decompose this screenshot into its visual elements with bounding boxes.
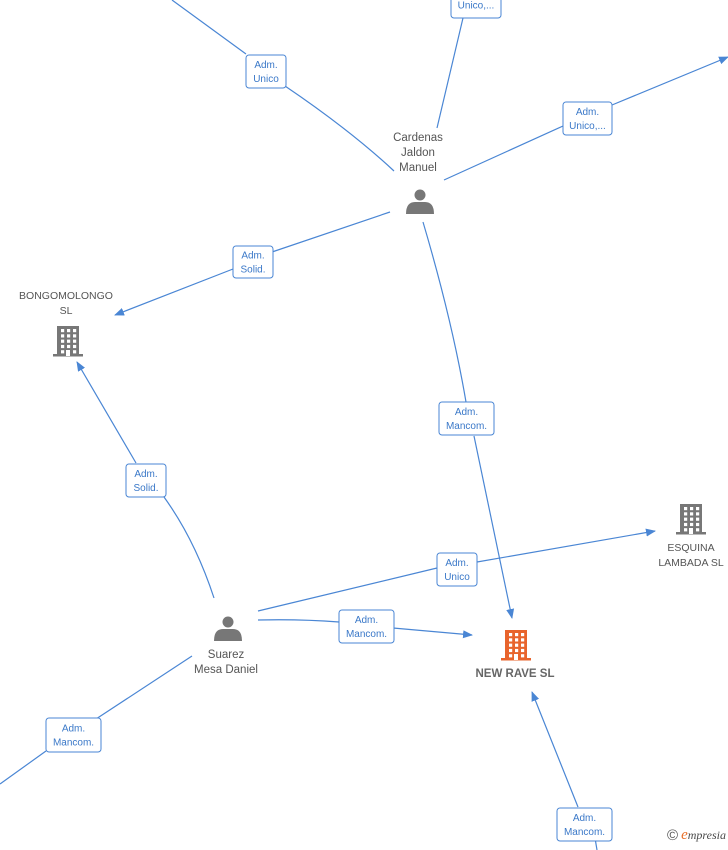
node-label-line: ESQUINA: [667, 542, 714, 554]
brand-logo-e: e: [681, 827, 688, 843]
edge-e-top-center: [436, 17, 464, 129]
edge-label-line: Unico: [253, 74, 279, 85]
edge-labels-layer: Adm.UnicoUnico,...Adm.Unico,...Adm.Solid…: [45, 0, 613, 842]
node-label-line: Mesa Daniel: [194, 664, 258, 676]
edge-e-top-left: [171, 0, 395, 172]
edge-label-line: Unico: [444, 572, 470, 583]
edge-label-line: Mancom.: [446, 421, 487, 432]
edge-label-box: [562, 101, 613, 136]
edge-label-box: [438, 401, 495, 436]
brand-logo-text: mpresia: [687, 828, 726, 842]
edge-label-line: Unico,...: [569, 121, 606, 132]
edge-label-box: [450, 0, 502, 19]
edge-label-e-top-left[interactable]: Adm. Unico: [245, 54, 287, 89]
edge-label-line: Adm.: [445, 558, 468, 569]
edge-label-line: Mancom.: [346, 629, 387, 640]
edge-label-box: [556, 807, 613, 842]
edge-label-line: Mancom.: [564, 827, 605, 838]
edge-label-line: Adm.: [62, 724, 85, 735]
node-label-line: Manuel: [399, 162, 437, 174]
node-newrave[interactable]: NEW RAVE SL: [475, 630, 555, 680]
edge-e-cardenas-newrave: [422, 221, 512, 618]
person-icon: [214, 616, 242, 641]
edge-label-line: Adm.: [254, 60, 277, 71]
node-label-line: BONGOMOLONGO: [19, 290, 113, 302]
edge-label-line: Adm.: [355, 615, 378, 626]
node-label-line: Suarez: [208, 649, 245, 661]
building-icon: [53, 326, 83, 357]
edge-label-e-suarez-newrave[interactable]: Adm. Mancom.: [338, 609, 395, 644]
edge-label-e-top-center[interactable]: Unico,...: [450, 0, 502, 19]
edge-label-box: [45, 717, 102, 753]
node-bongomolongo[interactable]: BONGOMOLONGO SL: [19, 290, 113, 357]
edge-label-line: Solid.: [240, 265, 265, 276]
node-label-line: NEW RAVE SL: [475, 668, 554, 680]
node-esquina[interactable]: ESQUINA LAMBADA SL: [658, 504, 724, 569]
building-icon: [501, 630, 531, 661]
node-label-line: LAMBADA SL: [658, 557, 724, 569]
edge-label-line: Adm.: [134, 469, 157, 480]
edge-label-line: Unico,...: [458, 1, 495, 12]
edge-label-box: [125, 463, 167, 498]
edge-label-line: Adm.: [241, 251, 264, 262]
edge-e-suarez-bottomleft: [0, 655, 193, 785]
edge-e-suarez-newrave: [257, 619, 472, 635]
node-label-line: SL: [60, 305, 73, 317]
edge-label-line: Adm.: [576, 107, 599, 118]
building-icon: [676, 504, 706, 535]
edge-label-e-suarez-bottomleft[interactable]: Adm. Mancom.: [45, 717, 102, 753]
edge-label-line: Solid.: [133, 483, 158, 494]
edge-label-e-top-right[interactable]: Adm. Unico,...: [562, 101, 613, 136]
edge-label-e-suarez-esquina[interactable]: Adm. Unico: [436, 552, 478, 587]
edge-label-e-cardenas-bongo[interactable]: Adm. Solid.: [232, 245, 274, 279]
edge-label-line: Adm.: [573, 813, 596, 824]
edge-e-suarez-bongo: [77, 362, 215, 599]
copyright-symbol: ©: [667, 827, 679, 844]
edge-label-e-bottom-newrave[interactable]: Adm. Mancom.: [556, 807, 613, 842]
node-label-line: Cardenas: [393, 132, 443, 144]
edge-label-box: [338, 609, 395, 644]
edge-label-box: [232, 245, 274, 279]
brand-watermark: ©empresia: [667, 827, 726, 844]
edge-label-e-cardenas-newrave[interactable]: Adm. Mancom.: [438, 401, 495, 436]
edge-label-box: [436, 552, 478, 587]
edge-label-line: Mancom.: [53, 738, 94, 749]
edge-e-cardenas-bongo: [115, 211, 391, 315]
edge-e-suarez-esquina: [257, 531, 655, 612]
edge-label-e-suarez-bongo[interactable]: Adm. Solid.: [125, 463, 167, 498]
node-label-line: Jaldon: [401, 147, 435, 159]
edge-label-line: Adm.: [455, 407, 478, 418]
person-icon: [406, 189, 434, 214]
edge-label-box: [245, 54, 287, 89]
edge-e-top-right: [443, 57, 728, 181]
